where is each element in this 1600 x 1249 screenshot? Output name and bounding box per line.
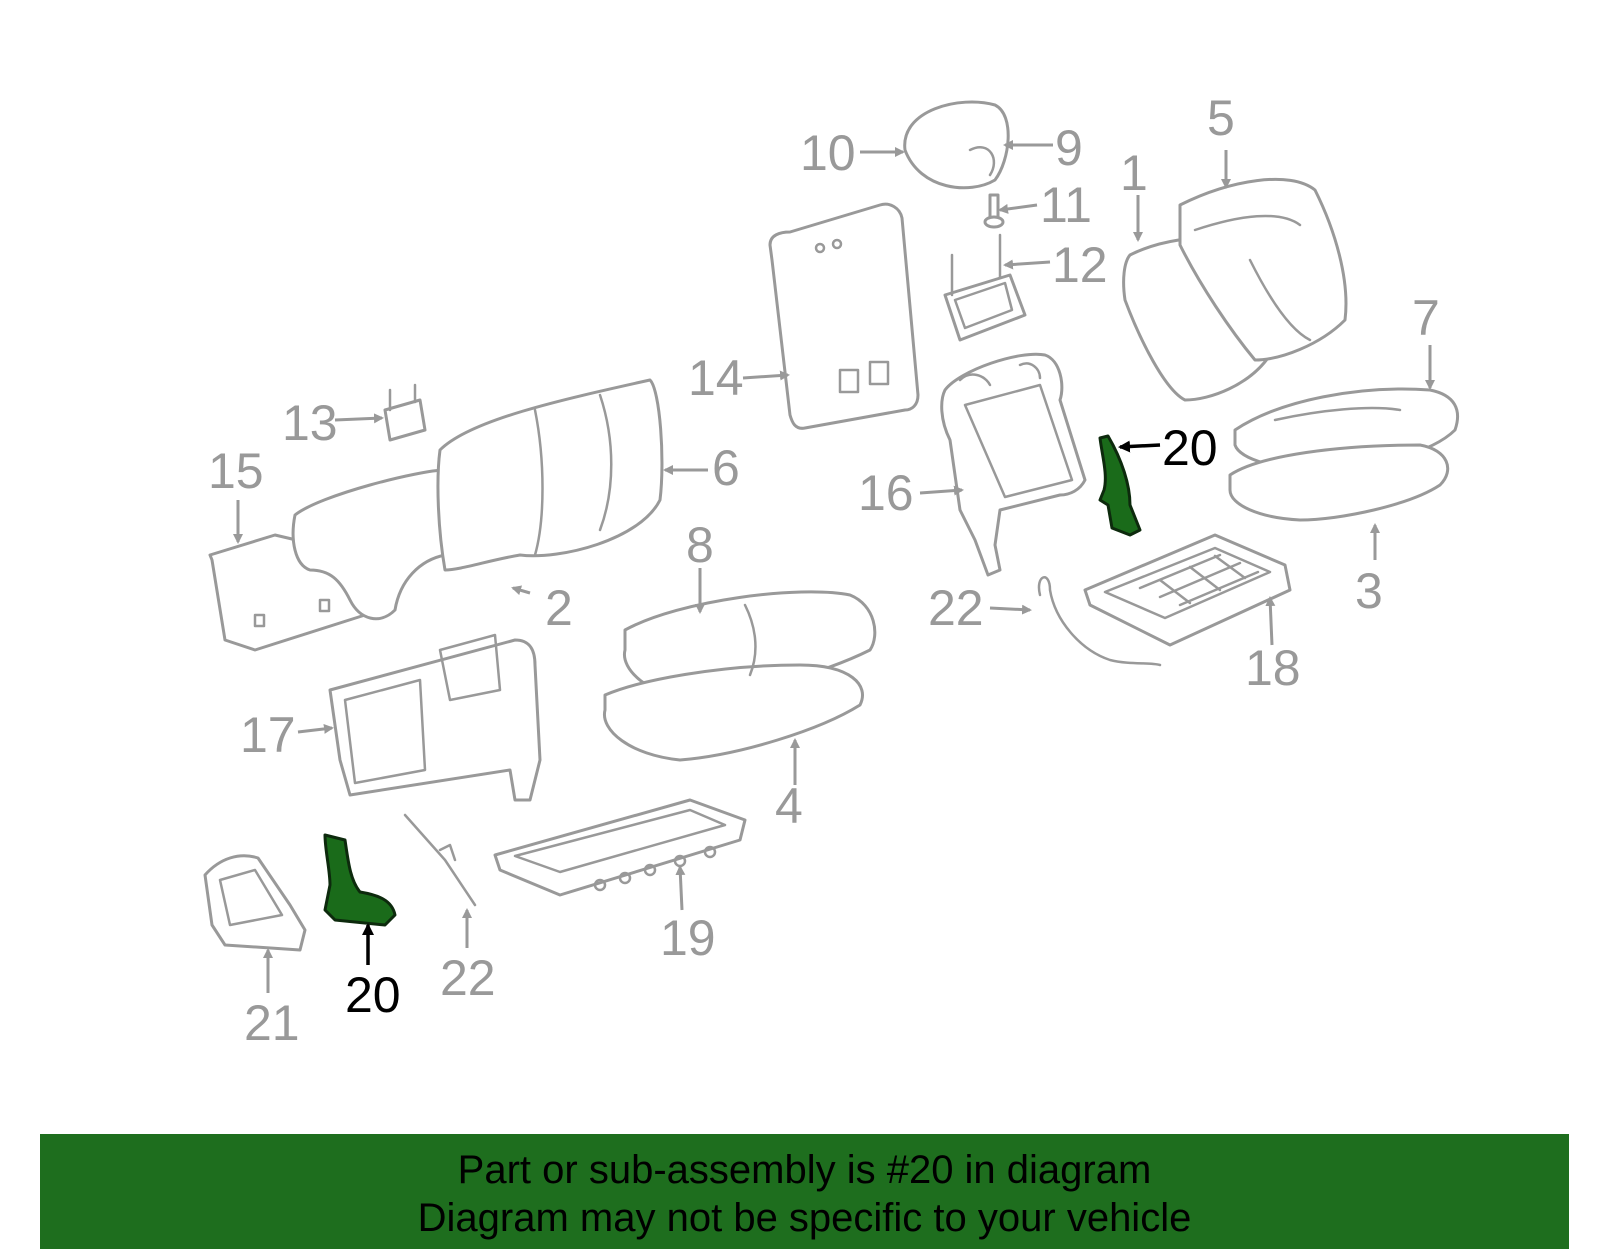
part-seat-back-frame xyxy=(940,352,1087,577)
callout-3: 3 xyxy=(1355,563,1383,619)
callout-21: 21 xyxy=(244,995,300,1051)
part-20-lower xyxy=(323,833,397,927)
part-seat-cushion-left xyxy=(602,590,877,762)
part-bolt xyxy=(983,193,1005,229)
callout-12: 12 xyxy=(1052,237,1108,293)
callout-9: 9 xyxy=(1055,120,1083,176)
part-seat-pan-right xyxy=(1083,533,1292,647)
part-seat-back-right xyxy=(1122,177,1348,402)
part-20-upper xyxy=(1098,434,1142,537)
part-back-panel xyxy=(768,202,920,430)
part-seat-pan-left xyxy=(493,798,747,897)
callout-7: 7 xyxy=(1412,290,1440,346)
callout-1: 1 xyxy=(1120,145,1148,201)
banner-line-1: Part or sub-assembly is #20 in diagram xyxy=(457,1148,1152,1192)
part-seat-cushion-right xyxy=(1228,387,1460,522)
callout-5: 5 xyxy=(1207,90,1235,146)
banner-line-2: Diagram may not be specific to your vehi… xyxy=(417,1196,1192,1240)
callout-11: 11 xyxy=(1040,177,1092,233)
callout-17: 17 xyxy=(240,707,296,763)
part-seat-frame-left xyxy=(328,633,542,802)
callout-13: 13 xyxy=(282,395,338,451)
callout-16: 16 xyxy=(858,465,914,521)
callout-10: 10 xyxy=(800,125,856,181)
part-cover-21 xyxy=(203,854,307,952)
part-bench-seat-back xyxy=(291,378,664,621)
part-rod-lower xyxy=(403,813,477,907)
part-bracket-12 xyxy=(943,233,1027,342)
info-banner: Part or sub-assembly is #20 in diagram D… xyxy=(40,1134,1569,1249)
callout-22-upper: 22 xyxy=(928,580,984,636)
callout-6: 6 xyxy=(712,440,740,496)
leader-arrows xyxy=(233,140,1435,993)
part-headrest xyxy=(903,100,1010,190)
callout-8: 8 xyxy=(686,517,714,573)
callout-22-lower: 22 xyxy=(440,950,496,1006)
callout-15: 15 xyxy=(208,443,264,499)
callout-4: 4 xyxy=(775,778,803,834)
part-cable-upper xyxy=(1037,576,1162,667)
callout-20-lower: 20 xyxy=(345,967,401,1023)
callout-19: 19 xyxy=(660,910,716,966)
part-clip-13 xyxy=(383,383,427,442)
seat-parts-diagram: 1 2 3 4 5 6 7 8 9 10 11 12 13 14 15 16 1… xyxy=(203,90,1460,1051)
callout-18: 18 xyxy=(1245,640,1301,696)
callout-14: 14 xyxy=(688,350,744,406)
callout-20-upper: 20 xyxy=(1162,420,1218,476)
callout-2: 2 xyxy=(545,580,573,636)
